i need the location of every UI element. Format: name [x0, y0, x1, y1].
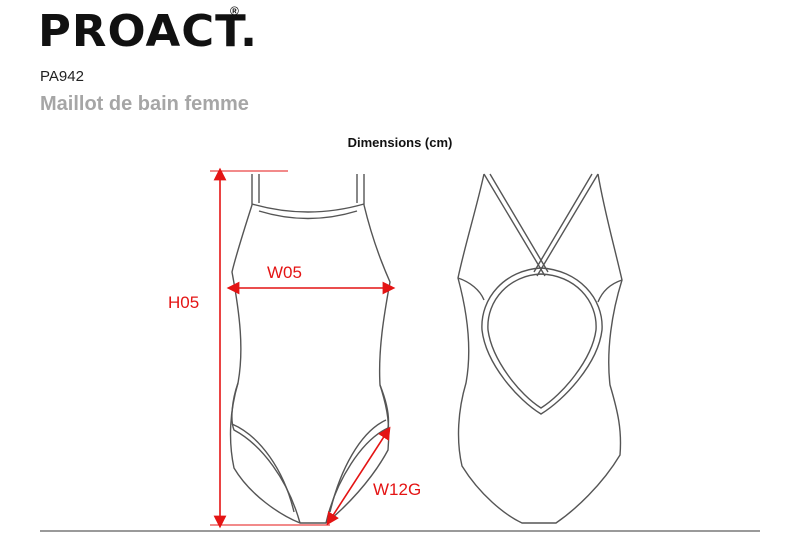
swimsuit-front-view	[229, 174, 391, 524]
swimsuit-back-view	[457, 173, 623, 524]
product-code: PA942	[40, 68, 84, 85]
width-label: W05	[267, 263, 302, 282]
dimensions-title: Dimensions (cm)	[347, 135, 453, 150]
product-name: Maillot de bain femme	[40, 93, 249, 115]
registered-mark: ®	[230, 4, 239, 18]
dimension-lines	[210, 167, 396, 529]
leg-dimension-line	[326, 426, 391, 526]
proact-logo: PROACT.	[38, 6, 259, 57]
height-label: H05	[168, 293, 199, 312]
leg-opening-label: W12G	[373, 480, 421, 499]
footer-divider	[40, 530, 760, 532]
